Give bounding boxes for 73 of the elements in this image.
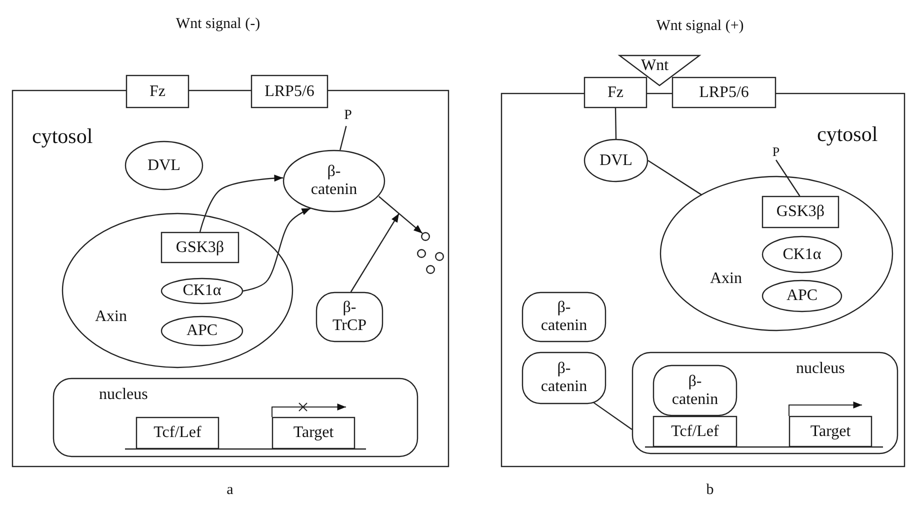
ligand-triangle <box>619 55 700 86</box>
connector-line <box>776 160 800 196</box>
nucleus-outline <box>53 378 418 457</box>
protein-name: GSK3β <box>176 238 224 256</box>
phosphate-label: P <box>768 142 784 160</box>
protein-name: β- catenin <box>310 163 358 199</box>
compartment-label: nucleus <box>99 386 148 404</box>
protein-name: APC <box>786 287 818 305</box>
protein-box <box>522 352 606 404</box>
phosphate-label: P <box>339 106 357 126</box>
protein-name: DVL <box>148 156 180 174</box>
protein-name: β- TrCP <box>331 299 368 335</box>
protein-name: β- catenin <box>540 360 588 396</box>
gene-box <box>272 417 355 449</box>
nucleus-outline <box>632 352 898 454</box>
protein-name: Target <box>293 424 334 442</box>
protein-name: Tcf/Lef <box>154 424 202 442</box>
protein-ellipse <box>762 280 842 312</box>
degradation-circle <box>421 232 430 241</box>
protein-name: CK1α <box>782 246 822 264</box>
receptor-box <box>584 77 647 108</box>
protein-ellipse <box>283 150 385 212</box>
arrow <box>242 208 311 292</box>
protein-box <box>522 292 606 342</box>
protein-ellipse <box>762 236 842 273</box>
protein-name: Tcf/Lef <box>671 422 719 440</box>
protein-name: β- catenin <box>670 372 720 408</box>
protein-box <box>762 196 839 228</box>
protein-name: Fz <box>608 84 624 102</box>
protein-name: Axin <box>95 308 127 326</box>
protein-box <box>653 365 737 416</box>
compartment-label: cytosol <box>817 123 878 146</box>
degradation-circle <box>426 265 435 274</box>
protein-name: GSK3β <box>776 203 825 221</box>
connector-line <box>340 126 347 150</box>
protein-ellipse <box>584 139 648 182</box>
complex-ellipse <box>62 213 293 368</box>
gene-box <box>136 417 219 449</box>
protein-name: Axin <box>710 270 742 288</box>
connector-line <box>593 402 632 430</box>
protein-name: Target <box>810 422 851 440</box>
protein-name: LRP5/6 <box>264 82 314 100</box>
protein-name: APC <box>186 322 218 340</box>
gene-box <box>653 416 737 447</box>
protein-name: Wnt <box>641 57 669 75</box>
arrow <box>378 196 423 234</box>
compartment-label: cytosol <box>32 125 93 148</box>
panel-title: Wnt signal (-) <box>176 16 260 33</box>
panel-title: Wnt signal (+) <box>656 18 744 35</box>
protein-ellipse <box>161 316 243 346</box>
gene-box <box>789 416 872 447</box>
arrow <box>350 213 400 292</box>
connector-line <box>648 160 702 196</box>
connector-line <box>614 108 617 140</box>
protein-name: β- catenin <box>540 299 588 335</box>
protein-ellipse <box>125 141 203 190</box>
panel-letter: a <box>226 482 234 499</box>
protein-name: CK1α <box>182 282 222 300</box>
arrow <box>199 174 284 232</box>
protein-box <box>161 232 239 263</box>
panel-letter: b <box>706 482 714 499</box>
receptor-box <box>251 75 328 108</box>
protein-name: DVL <box>600 152 632 170</box>
receptor-box <box>126 75 189 108</box>
protein-box <box>316 292 383 342</box>
receptor-box <box>672 77 776 108</box>
protein-ellipse <box>161 278 243 304</box>
compartment-label: nucleus <box>796 360 845 378</box>
protein-name: LRP5/6 <box>699 84 749 102</box>
degradation-circle <box>435 252 444 261</box>
degradation-circle <box>417 249 426 258</box>
complex-ellipse <box>660 176 893 331</box>
protein-name: Fz <box>150 82 166 100</box>
